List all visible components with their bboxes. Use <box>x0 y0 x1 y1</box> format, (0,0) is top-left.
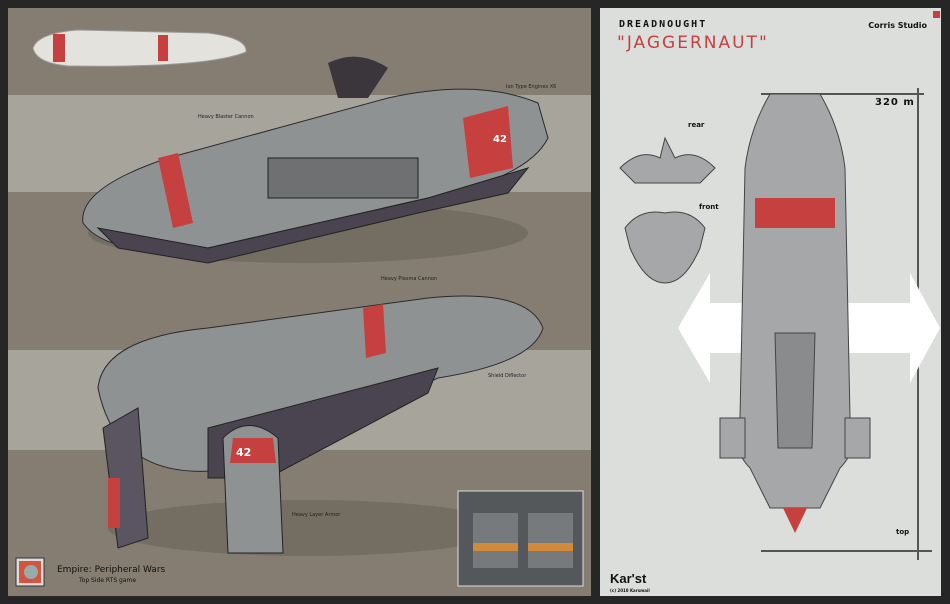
view-label-front: front <box>699 203 719 211</box>
detail-inset <box>457 490 584 587</box>
length-dimension: 320 m <box>875 97 915 108</box>
studio-name: Corris Studio <box>868 21 927 30</box>
artist-signature: Kar'st <box>610 571 647 586</box>
callout-blaster: Heavy Blaster Cannon <box>198 114 254 120</box>
callout-plasma: Heavy Plasma Cannon <box>381 276 438 282</box>
callout-armor: Heavy Layer Armor <box>292 512 341 518</box>
hull-number: 42 <box>493 134 507 145</box>
upper-ship <box>82 56 549 264</box>
blueprint-panel: DREADNOUGHT "JAGGERNAUT" Corris Studio 3… <box>600 8 941 596</box>
game-subtitle: Top Side RTS game <box>79 577 137 584</box>
game-logo <box>15 557 45 587</box>
hull-number: 42 <box>236 446 252 459</box>
callout-engines: Ion Type Engines X6 <box>506 84 557 90</box>
ship-name: "JAGGERNAUT" <box>617 33 769 53</box>
copyright: (c) 2010 Karsmail <box>610 588 650 593</box>
lower-ship <box>97 295 544 554</box>
callout-shield: Shield Diflector <box>488 373 527 379</box>
thumbnail-side-view <box>32 29 247 67</box>
game-title: Empire: Peripheral Wars <box>57 565 166 575</box>
ship-class: DREADNOUGHT <box>619 19 708 30</box>
view-label-rear: rear <box>688 121 705 129</box>
perspective-panel: Heavy Blaster Cannon Ion Type Engines X6… <box>8 8 591 596</box>
ship-illustrations <box>15 29 584 587</box>
blueprint-drawings <box>619 11 940 560</box>
view-label-top: top <box>896 528 910 536</box>
